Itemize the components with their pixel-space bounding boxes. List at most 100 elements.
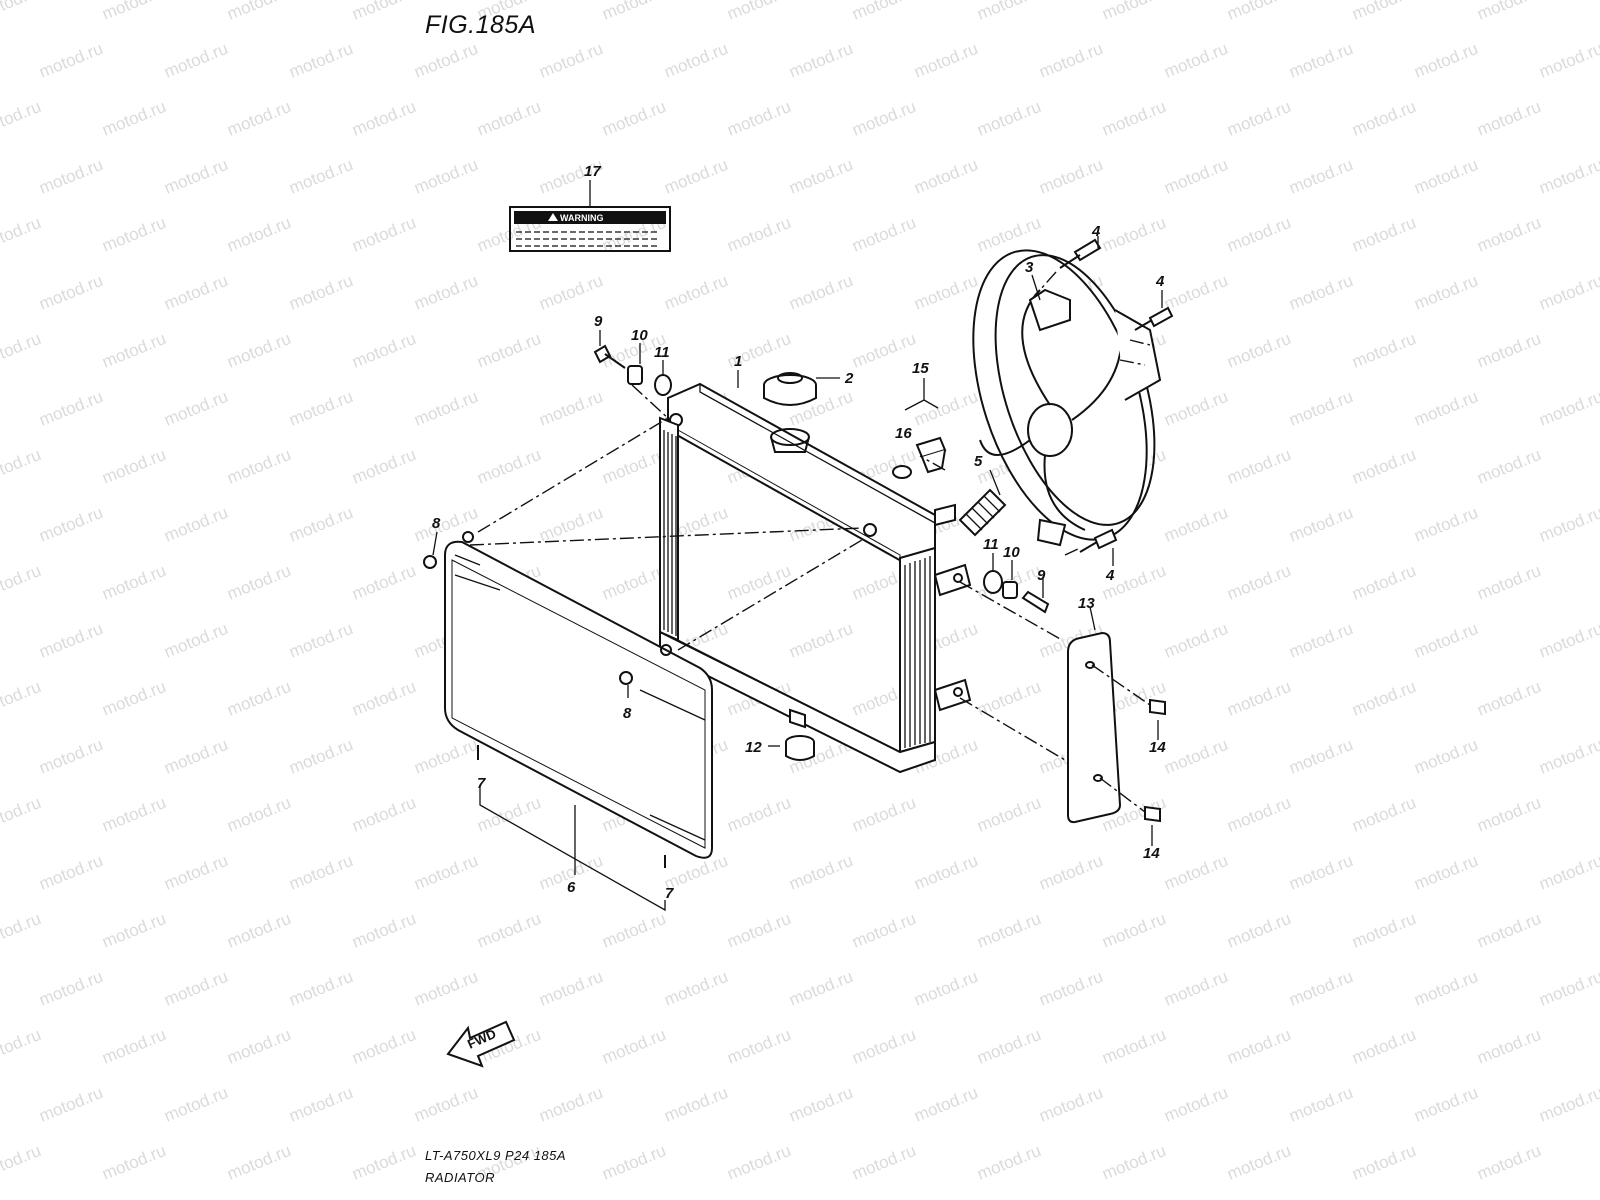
watermark-text: motod.ru xyxy=(36,387,105,430)
watermark-text: motod.ru xyxy=(286,619,355,662)
watermark-text: motod.ru xyxy=(1286,851,1355,894)
watermark-text: motod.ru xyxy=(1224,793,1293,836)
watermark-text: motod.ru xyxy=(536,39,605,82)
mount-bolt-upper xyxy=(593,330,626,369)
watermark-text: motod.ru xyxy=(161,851,230,894)
watermark-text: motod.ru xyxy=(1474,909,1543,952)
watermark-text: motod.ru xyxy=(1161,619,1230,662)
watermark-text: motod.ru xyxy=(1224,909,1293,952)
watermark-text: motod.ru xyxy=(36,155,105,198)
watermark-text: motod.ru xyxy=(1099,213,1168,256)
watermark-text: motod.ru xyxy=(1161,155,1230,198)
forward-direction-arrow: FWD xyxy=(446,1020,516,1068)
watermark-text: motod.ru xyxy=(0,213,44,256)
watermark-text: motod.ru xyxy=(224,0,293,24)
figure-title: FIG.185A xyxy=(425,11,536,39)
watermark-text: motod.ru xyxy=(1474,1141,1543,1184)
model-code: LT-A750XL9 P24 185A xyxy=(425,1148,566,1163)
watermark-text: motod.ru xyxy=(161,1083,230,1126)
watermark-text: motod.ru xyxy=(1224,213,1293,256)
watermark-text: motod.ru xyxy=(161,387,230,430)
watermark-text: motod.ru xyxy=(1224,1141,1293,1184)
watermark-text: motod.ru xyxy=(849,329,918,372)
watermark-text: motod.ru xyxy=(474,97,543,140)
watermark-text: motod.ru xyxy=(1286,155,1355,198)
watermark-text: motod.ru xyxy=(161,155,230,198)
side-cover-plate xyxy=(1067,606,1122,824)
callout-15: 15 xyxy=(912,360,929,377)
watermark-text: motod.ru xyxy=(474,445,543,488)
callout-9-right: 9 xyxy=(1037,567,1046,584)
watermark-text: motod.ru xyxy=(0,445,44,488)
watermark-text: motod.ru xyxy=(411,155,480,198)
plate-clip-upper xyxy=(1149,698,1166,740)
watermark-text: motod.ru xyxy=(349,561,418,604)
watermark-text: motod.ru xyxy=(224,445,293,488)
watermark-text: motod.ru xyxy=(1099,909,1168,952)
watermark-text: motod.ru xyxy=(161,503,230,546)
fan-bolt-right xyxy=(1134,290,1174,331)
watermark-text: motod.ru xyxy=(0,1025,44,1068)
watermark-text: motod.ru xyxy=(1536,1083,1600,1126)
watermark-text: motod.ru xyxy=(974,793,1043,836)
watermark-text: motod.ru xyxy=(599,1141,668,1184)
watermark-text: motod.ru xyxy=(599,0,668,24)
watermark-text: motod.ru xyxy=(0,909,44,952)
watermark-text: motod.ru xyxy=(0,0,44,24)
watermark-text: motod.ru xyxy=(1474,1025,1543,1068)
watermark-text: motod.ru xyxy=(974,909,1043,952)
watermark-text: motod.ru xyxy=(1099,1141,1168,1184)
watermark-text: motod.ru xyxy=(0,1141,44,1184)
watermark-text: motod.ru xyxy=(1224,561,1293,604)
watermark-text: motod.ru xyxy=(661,1083,730,1126)
watermark-text: motod.ru xyxy=(224,909,293,952)
callout-8-bottom: 8 xyxy=(623,705,632,722)
watermark-text: motod.ru xyxy=(1286,39,1355,82)
watermark-text: motod.ru xyxy=(1286,387,1355,430)
watermark-text: motod.ru xyxy=(99,793,168,836)
watermark-text: motod.ru xyxy=(1161,39,1230,82)
watermark-text: motod.ru xyxy=(0,561,44,604)
watermark-text: motod.ru xyxy=(1349,445,1418,488)
watermark-text: motod.ru xyxy=(1411,619,1480,662)
watermark-text: motod.ru xyxy=(474,793,543,836)
watermark-text: motod.ru xyxy=(0,329,44,372)
watermark-text: motod.ru xyxy=(349,0,418,24)
watermark-text: motod.ru xyxy=(1349,793,1418,836)
watermark-text: motod.ru xyxy=(1474,793,1543,836)
watermark-text: motod.ru xyxy=(99,1141,168,1184)
watermark-text: motod.ru xyxy=(536,1083,605,1126)
watermark-text: motod.ru xyxy=(911,851,980,894)
watermark-text: motod.ru xyxy=(974,1025,1043,1068)
collar-upper xyxy=(627,343,643,385)
watermark-text: motod.ru xyxy=(849,1141,918,1184)
watermark-text: motod.ru xyxy=(161,619,230,662)
watermark-text: motod.ru xyxy=(849,909,918,952)
watermark-text: motod.ru xyxy=(36,39,105,82)
screen-clip-lower xyxy=(619,671,633,698)
watermark-text: motod.ru xyxy=(1474,329,1543,372)
callout-14-bottom: 14 xyxy=(1143,845,1160,862)
callout-2: 2 xyxy=(844,370,854,387)
watermark-text: motod.ru xyxy=(911,387,980,430)
watermark-text: motod.ru xyxy=(1411,155,1480,198)
watermark-text: motod.ru xyxy=(474,329,543,372)
watermark-text: motod.ru xyxy=(661,271,730,314)
callout-4-top: 4 xyxy=(1091,223,1101,240)
watermark-text: motod.ru xyxy=(1411,851,1480,894)
watermark-text: motod.ru xyxy=(911,39,980,82)
watermark-text: motod.ru xyxy=(224,1141,293,1184)
watermark-text: motod.ru xyxy=(786,39,855,82)
watermark-text: motod.ru xyxy=(1536,155,1600,198)
watermark-text: motod.ru xyxy=(661,155,730,198)
watermark-text: motod.ru xyxy=(161,271,230,314)
watermark-text: motod.ru xyxy=(1349,213,1418,256)
watermark-text: motod.ru xyxy=(661,967,730,1010)
watermark-text: motod.ru xyxy=(1536,619,1600,662)
watermark-text: motod.ru xyxy=(1536,851,1600,894)
watermark-text: motod.ru xyxy=(1411,967,1480,1010)
assembly-lines xyxy=(469,271,1151,813)
watermark-text: motod.ru xyxy=(1224,677,1293,720)
watermark-text: motod.ru xyxy=(724,793,793,836)
watermark-text: motod.ru xyxy=(1536,735,1600,778)
